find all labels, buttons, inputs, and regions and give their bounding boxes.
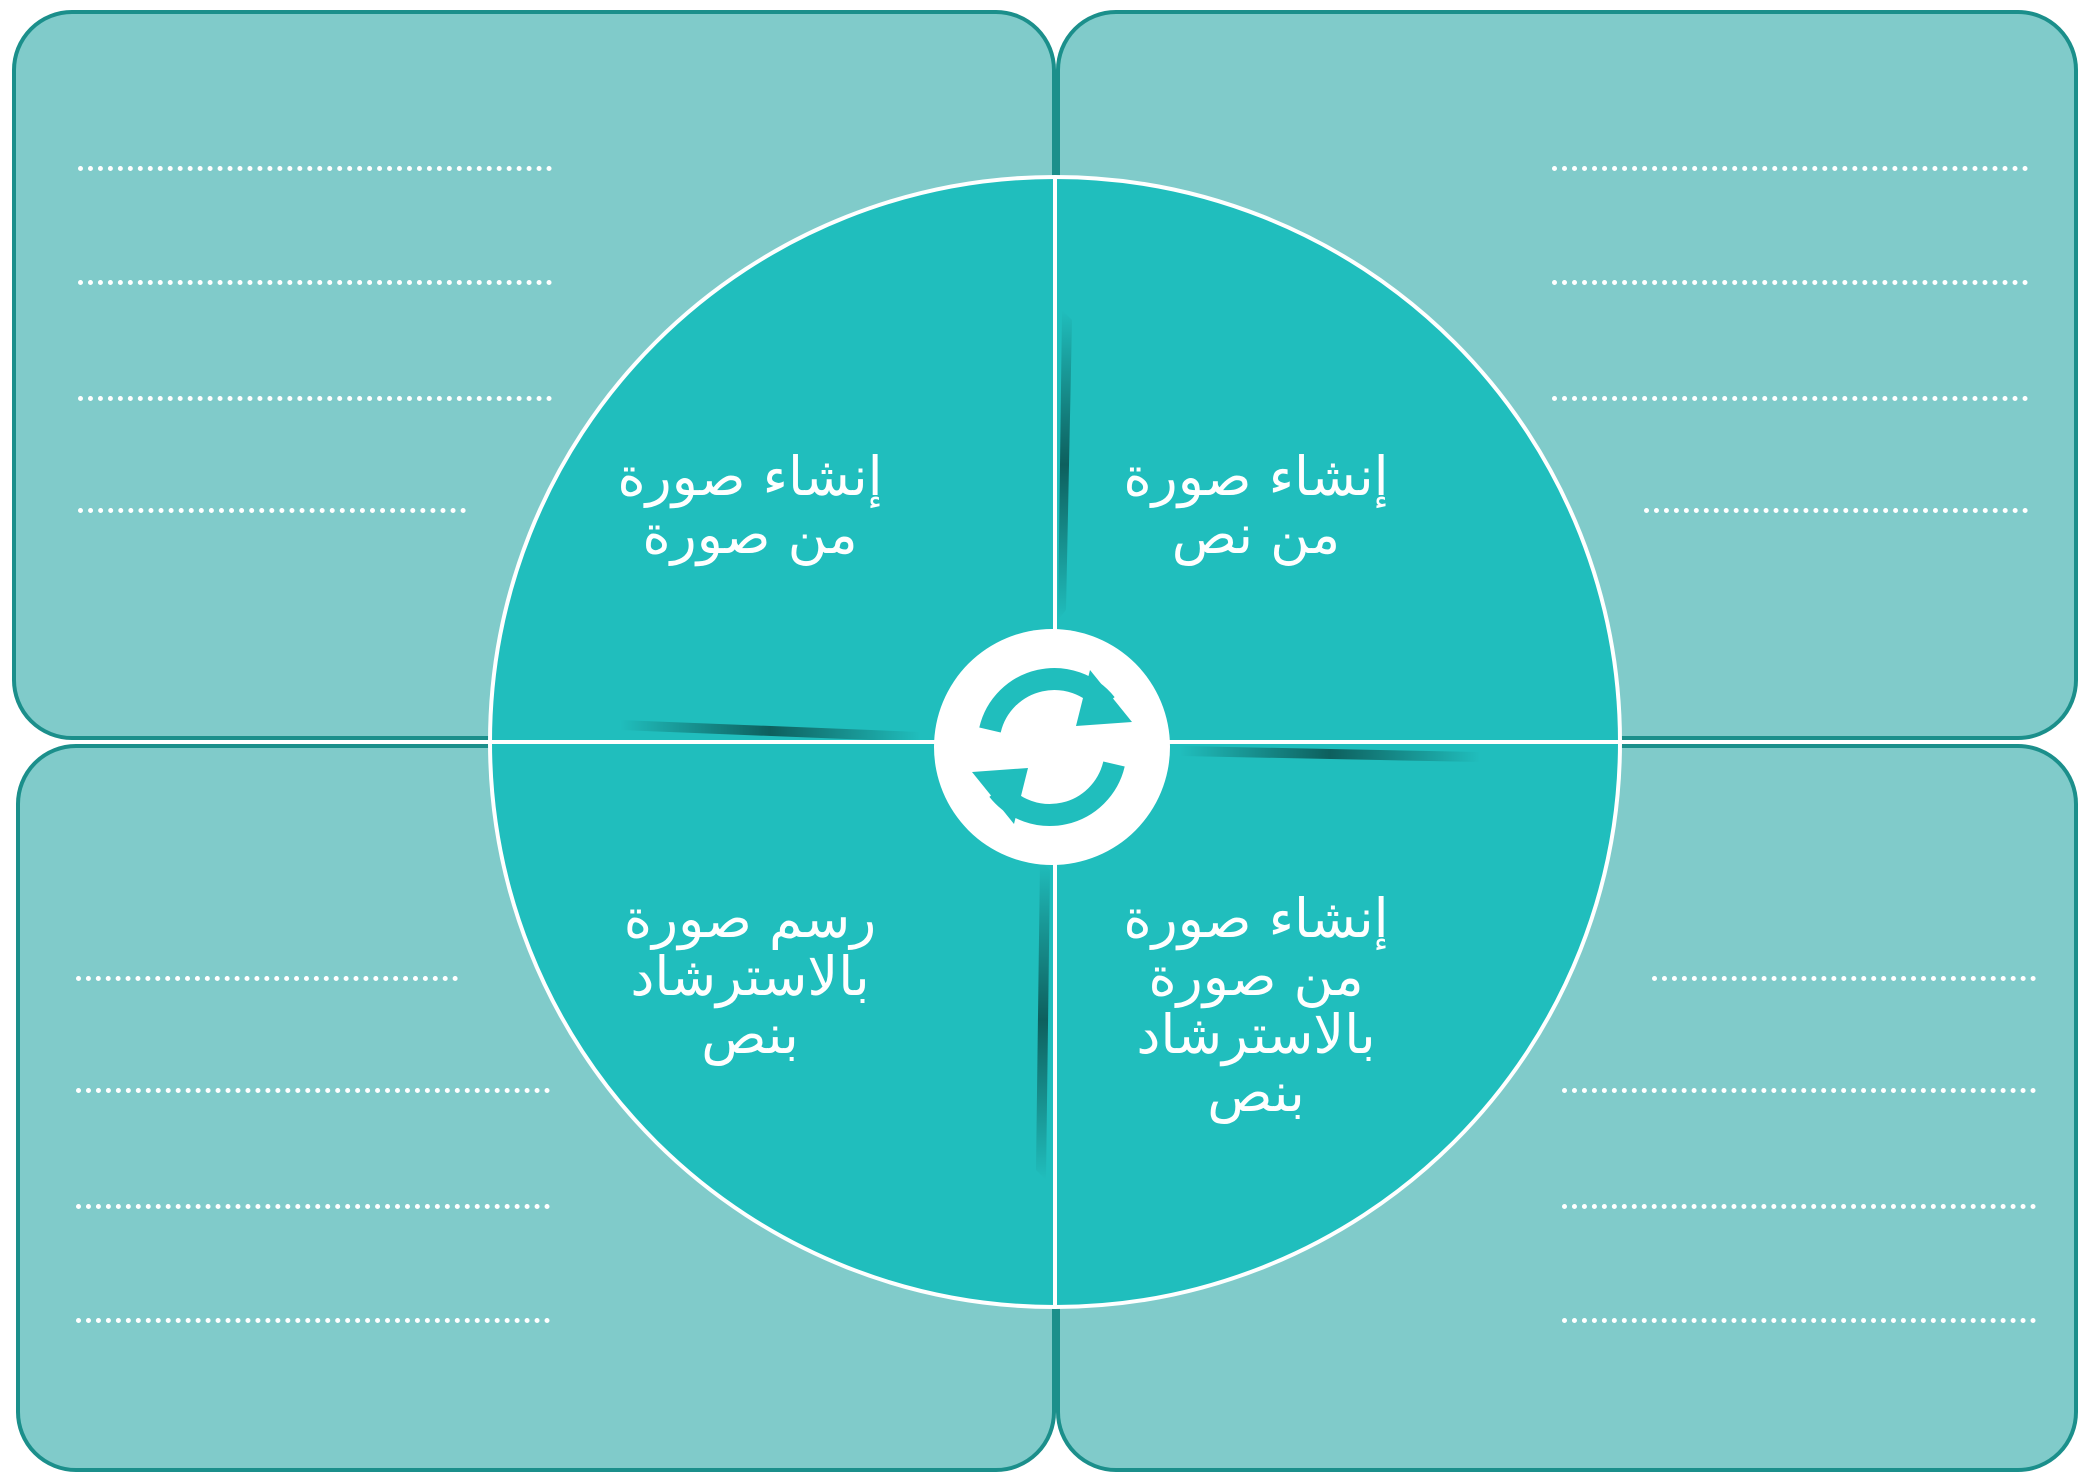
panel-top-left — [12, 10, 1056, 740]
label-line: إنشاء صورة — [1123, 445, 1389, 508]
answer-line[interactable] — [1562, 1318, 2036, 1323]
label-line: من نص — [1171, 503, 1341, 566]
answer-line[interactable] — [1552, 396, 2028, 401]
label-line: رسم صورة — [623, 887, 877, 950]
label-line: بالاسترشاد — [630, 945, 870, 1008]
label-line: بالاسترشاد — [1136, 1003, 1376, 1066]
label-line: بنص — [1207, 1061, 1305, 1124]
answer-line[interactable] — [1652, 976, 2036, 981]
quadrant-label-top-left: إنشاء صورة من صورة — [560, 448, 940, 564]
answer-line[interactable] — [1552, 166, 2028, 171]
quadrant-label-top-right: إنشاء صورة من نص — [1066, 448, 1446, 564]
center-disc — [934, 629, 1170, 865]
answer-line[interactable] — [78, 166, 552, 171]
quadrant-label-bottom-right: إنشاء صورة من صورة بالاسترشاد بنص — [1066, 890, 1446, 1122]
answer-line[interactable] — [78, 280, 552, 285]
answer-line[interactable] — [78, 508, 466, 513]
answer-line[interactable] — [1552, 280, 2028, 285]
answer-line[interactable] — [1644, 508, 2028, 513]
answer-line[interactable] — [76, 1088, 550, 1093]
label-line: من صورة — [1148, 945, 1364, 1008]
refresh-cycle-icon[interactable] — [934, 629, 1170, 865]
answer-line[interactable] — [1562, 1204, 2036, 1209]
answer-line[interactable] — [78, 396, 552, 401]
answer-line[interactable] — [76, 976, 458, 981]
label-line: من صورة — [642, 503, 858, 566]
answer-line[interactable] — [1562, 1088, 2036, 1093]
panel-top-right — [1056, 10, 2078, 740]
label-line: بنص — [701, 1003, 799, 1066]
label-line: إنشاء صورة — [617, 445, 883, 508]
answer-line[interactable] — [76, 1204, 550, 1209]
label-line: إنشاء صورة — [1123, 887, 1389, 950]
panel-bottom-left — [16, 744, 1056, 1472]
quadrant-label-bottom-left: رسم صورة بالاسترشاد بنص — [560, 890, 940, 1064]
answer-line[interactable] — [76, 1318, 550, 1323]
